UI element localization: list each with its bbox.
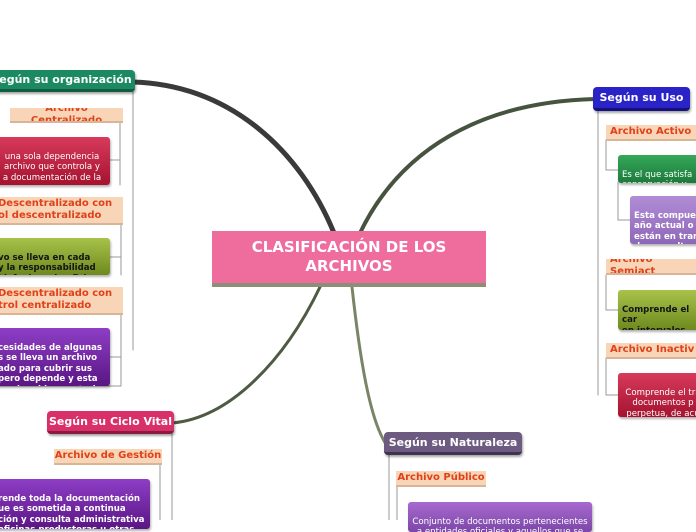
subtopic-label: Descentralizado con ol descentralizado <box>0 198 112 222</box>
link-central-organizacion <box>133 82 334 233</box>
subtopic-label: Archivo Inactiv <box>610 344 694 356</box>
description-text: Comprende el car en intervalos dete cons… <box>622 305 694 331</box>
subtopic-archivo-centralizado[interactable]: Archivo Centralizado <box>10 108 123 123</box>
description-semiactivo[interactable]: Comprende el car en intervalos dete cons… <box>618 290 696 330</box>
subtopic-archivo-publico[interactable]: Archivo Público <box>396 471 486 487</box>
subtopic-label: Descentralizado con trol centralizado <box>0 288 112 312</box>
subtopic-archivo-activo[interactable]: Archivo Activo <box>606 125 696 141</box>
subtopic-label: Archivo Activo <box>610 126 691 138</box>
branch-uso[interactable]: Según su Uso <box>593 87 690 111</box>
branch-organizacion[interactable]: Según su organización <box>0 70 135 92</box>
subtopic-label: Archivo de Gestión <box>55 450 162 462</box>
description-text: una sola dependencia archivo que control… <box>3 152 101 186</box>
description-descentralizado-centralizado[interactable]: cesidades de algunas s se lleva un archi… <box>0 328 110 386</box>
description-text: vo se lleva en cada y la responsabilidad… <box>0 253 102 276</box>
central-topic[interactable]: CLASIFICACIÓN DE LOS ARCHIVOS <box>212 231 486 287</box>
description-gestion[interactable]: rende toda la documentación ue es someti… <box>0 479 150 529</box>
description-text: rende toda la documentación ue es someti… <box>0 494 144 530</box>
branch-naturaleza-label: Según su Naturaleza <box>389 436 518 449</box>
branch-ciclo-vital-label: Según su Ciclo Vital <box>49 415 172 428</box>
link-central-uso <box>360 99 595 233</box>
branch-uso-label: Según su Uso <box>600 91 684 104</box>
description-text: Comprende el tra documentos p perpetua, … <box>625 388 696 418</box>
description-text: Es el que satisfa conservación y <box>622 170 692 184</box>
subtopic-label: Archivo Semiact <box>610 259 696 275</box>
description-inactivo[interactable]: Comprende el tra documentos p perpetua, … <box>618 373 696 417</box>
description-activo-1[interactable]: Es el que satisfa conservación y <box>618 155 696 183</box>
description-centralizado[interactable]: una sola dependencia archivo que control… <box>0 137 110 185</box>
branch-naturaleza[interactable]: Según su Naturaleza <box>384 432 522 455</box>
description-publico[interactable]: Conjunto de documentos pertenecientes a … <box>408 502 592 532</box>
subtopic-descentralizado-descentralizado[interactable]: Descentralizado con ol descentralizado <box>0 197 123 225</box>
description-text: cesidades de algunas s se lleva un archi… <box>0 343 102 387</box>
central-topic-label: CLASIFICACIÓN DE LOS ARCHIVOS <box>222 238 476 276</box>
branch-ciclo-vital[interactable]: Según su Ciclo Vital <box>47 411 174 434</box>
description-activo-2[interactable]: Esta compue año actual o están en tran d… <box>630 196 696 244</box>
subtopic-archivo-gestion[interactable]: Archivo de Gestión <box>54 449 162 465</box>
description-text: Esta compue año actual o están en tran d… <box>634 211 696 245</box>
description-text: Conjunto de documentos pertenecientes a … <box>412 517 587 532</box>
description-descentralizado[interactable]: vo se lleva en cada y la responsabilidad… <box>0 238 110 275</box>
subtopic-label: Archivo Público <box>397 472 484 484</box>
subtopic-archivo-inactivo[interactable]: Archivo Inactiv <box>606 343 696 359</box>
link-central-naturaleza <box>352 287 386 444</box>
subtopic-label: Archivo Centralizado <box>10 108 123 123</box>
link-central-ciclo <box>172 287 320 423</box>
subtopic-descentralizado-centralizado[interactable]: Descentralizado con trol centralizado <box>0 287 123 315</box>
branch-organizacion-label: Según su organización <box>0 73 132 86</box>
subtopic-archivo-semiactivo[interactable]: Archivo Semiact <box>606 259 696 275</box>
